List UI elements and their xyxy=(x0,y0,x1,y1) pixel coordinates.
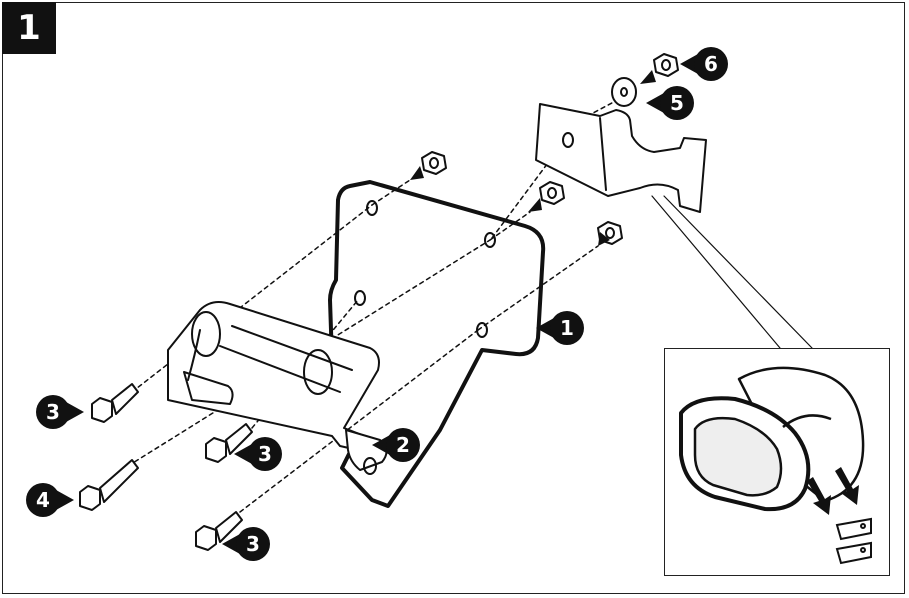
arrows xyxy=(410,70,656,246)
callout-1: 1 xyxy=(536,311,584,345)
callout-5-label: 5 xyxy=(660,86,694,120)
step-number-badge: 1 xyxy=(2,2,56,54)
detail-inset xyxy=(664,348,890,576)
step-number: 1 xyxy=(17,8,41,48)
callout-6-label: 6 xyxy=(694,47,728,81)
lower-bracket xyxy=(167,301,391,475)
upper-clamp-bracket xyxy=(535,103,707,213)
flat-washer xyxy=(611,77,637,107)
callout-3-bottom: 3 xyxy=(222,527,270,561)
clip-parts xyxy=(835,517,872,565)
hex-nut-middle xyxy=(539,181,565,205)
callout-4: 4 xyxy=(26,483,74,517)
bolt-3a xyxy=(91,383,139,423)
callout-5: 5 xyxy=(646,86,694,120)
callout-3a-label: 3 xyxy=(36,395,70,429)
bolt-4 xyxy=(79,459,139,511)
mounting-plate xyxy=(328,180,546,508)
callout-3-upper-left: 3 xyxy=(36,395,84,429)
mirror-detail-drawing xyxy=(679,366,872,565)
callout-6: 6 xyxy=(680,47,728,81)
callout-2-label: 2 xyxy=(386,428,420,462)
callout-4-label: 4 xyxy=(26,483,60,517)
callout-3b-label: 3 xyxy=(248,437,282,471)
callout-2: 2 xyxy=(372,428,420,462)
callout-3c-label: 3 xyxy=(236,527,270,561)
hex-nut-upper-left xyxy=(421,151,447,175)
callout-3-middle: 3 xyxy=(234,437,282,471)
hex-nut-top xyxy=(653,53,679,77)
removal-arrows xyxy=(807,467,859,515)
callout-1-label: 1 xyxy=(550,311,584,345)
bolt-3b xyxy=(205,423,253,463)
